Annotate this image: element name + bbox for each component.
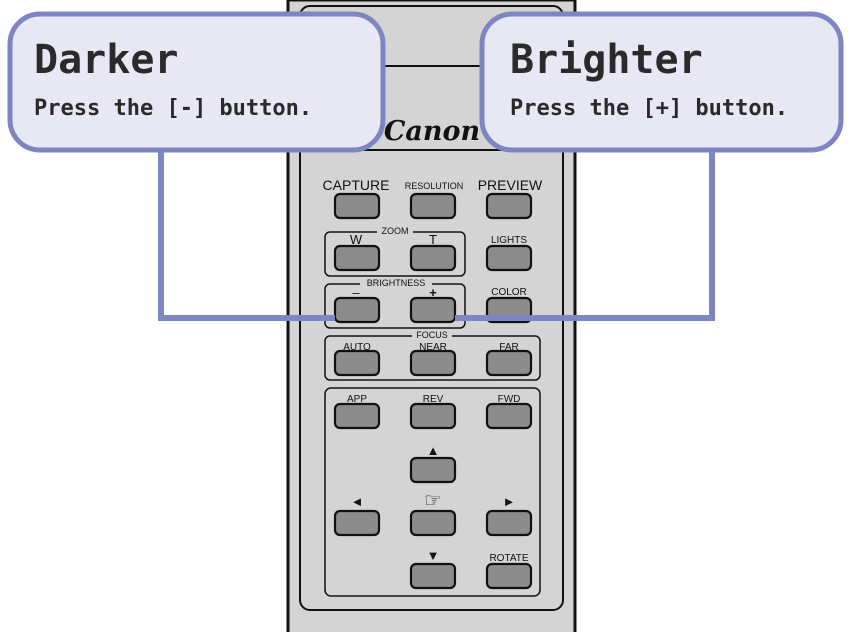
- darker-callout-box: [7, 11, 386, 153]
- brighter-text: Press the [+] button.: [510, 96, 788, 121]
- left-button[interactable]: [333, 509, 381, 537]
- darker-title: Darker: [34, 37, 179, 83]
- capture-label: CAPTURE: [323, 177, 390, 193]
- zoom-t-label: T: [429, 232, 437, 247]
- near-label: NEAR: [419, 342, 447, 353]
- preview-button[interactable]: [485, 192, 533, 220]
- up-arrow-icon: ▲: [427, 443, 440, 458]
- brand-logo: Canon: [384, 116, 480, 147]
- focus-label-bg: [412, 329, 452, 341]
- zoom-w-button[interactable]: [333, 244, 381, 272]
- brighter-callout: Brighter Press the [+] button.: [479, 11, 844, 153]
- fwd-label: FWD: [498, 394, 521, 405]
- rev-button[interactable]: [409, 402, 457, 430]
- zoom-label-bg: [377, 225, 413, 237]
- zoom-w-label: W: [350, 232, 363, 247]
- navigation-group: [324, 387, 541, 597]
- zoom-t-button[interactable]: [409, 244, 457, 272]
- darker-text: Press the [-] button.: [34, 96, 312, 121]
- focus-label: FOCUS: [416, 330, 448, 340]
- darker-leader-line: [158, 148, 335, 321]
- darker-callout: Darker Press the [-] button.: [7, 11, 386, 153]
- auto-label: AUTO: [343, 342, 371, 353]
- remote-inner-panel: [299, 5, 564, 611]
- down-button[interactable]: [409, 562, 457, 590]
- brighter-title: Brighter: [510, 37, 703, 83]
- right-button[interactable]: [485, 509, 533, 537]
- preview-label: PREVIEW: [478, 177, 543, 193]
- app-button[interactable]: [333, 402, 381, 430]
- lights-label: LIGHTS: [491, 235, 527, 246]
- app-label: APP: [347, 394, 367, 405]
- fwd-button[interactable]: [485, 402, 533, 430]
- zoom-label: ZOOM: [382, 226, 409, 236]
- rotate-label: ROTATE: [489, 553, 528, 564]
- right-arrow-icon: ►: [503, 494, 516, 509]
- resolution-button[interactable]: [409, 192, 457, 220]
- left-arrow-icon: ◄: [351, 494, 364, 509]
- lights-button[interactable]: [485, 244, 533, 272]
- focus-near-button[interactable]: [409, 349, 457, 377]
- brightness-minus-button[interactable]: [333, 296, 381, 324]
- brighter-callout-box: [479, 11, 844, 153]
- select-button[interactable]: [409, 509, 457, 537]
- brightness-label: BRIGHTNESS: [367, 278, 426, 288]
- focus-far-button[interactable]: [485, 349, 533, 377]
- brightness-label-bg: [360, 277, 432, 289]
- focus-auto-button[interactable]: [333, 349, 381, 377]
- brighter-leader-line: [455, 148, 715, 321]
- plus-label: +: [429, 285, 437, 300]
- hand-pointer-icon: ☞: [424, 490, 442, 512]
- color-label: COLOR: [491, 287, 527, 298]
- capture-button[interactable]: [333, 192, 381, 220]
- brightness-plus-button[interactable]: [409, 296, 457, 324]
- down-arrow-icon: ▼: [427, 548, 440, 563]
- rev-label: REV: [423, 394, 444, 405]
- minus-label: –: [352, 285, 360, 300]
- up-button[interactable]: [409, 456, 457, 484]
- resolution-label: RESOLUTION: [405, 181, 464, 191]
- rotate-button[interactable]: [485, 562, 533, 590]
- far-label: FAR: [499, 342, 518, 353]
